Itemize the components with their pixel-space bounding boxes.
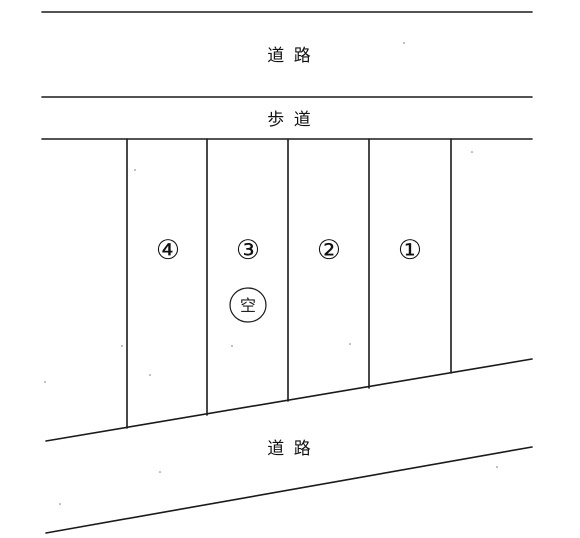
- lot-label-1: ①: [398, 235, 422, 266]
- speck: [471, 151, 473, 153]
- speck: [231, 345, 233, 347]
- vacancy-mark-circle: [229, 287, 267, 323]
- vacancy-mark: 空: [229, 287, 267, 323]
- sidewalk-label: 歩 道: [267, 110, 312, 130]
- speck: [44, 381, 46, 383]
- lot-label-3: ③: [236, 235, 260, 266]
- top-road-label: 道 路: [267, 46, 312, 66]
- speck: [149, 374, 151, 376]
- vacancy-mark-text: 空: [240, 296, 256, 315]
- bottom-road-lower-edge: [45, 446, 533, 534]
- speck: [159, 471, 161, 473]
- lot-label-2: ②: [317, 235, 341, 266]
- speck: [403, 42, 405, 44]
- speck: [349, 343, 351, 345]
- speck: [59, 503, 61, 505]
- bottom-road-upper-edge: [45, 358, 533, 442]
- speck: [496, 466, 498, 468]
- bottom-road-label: 道 路: [267, 439, 312, 459]
- speck: [134, 169, 136, 171]
- speck: [121, 345, 123, 347]
- lot-label-4: ④: [156, 235, 180, 266]
